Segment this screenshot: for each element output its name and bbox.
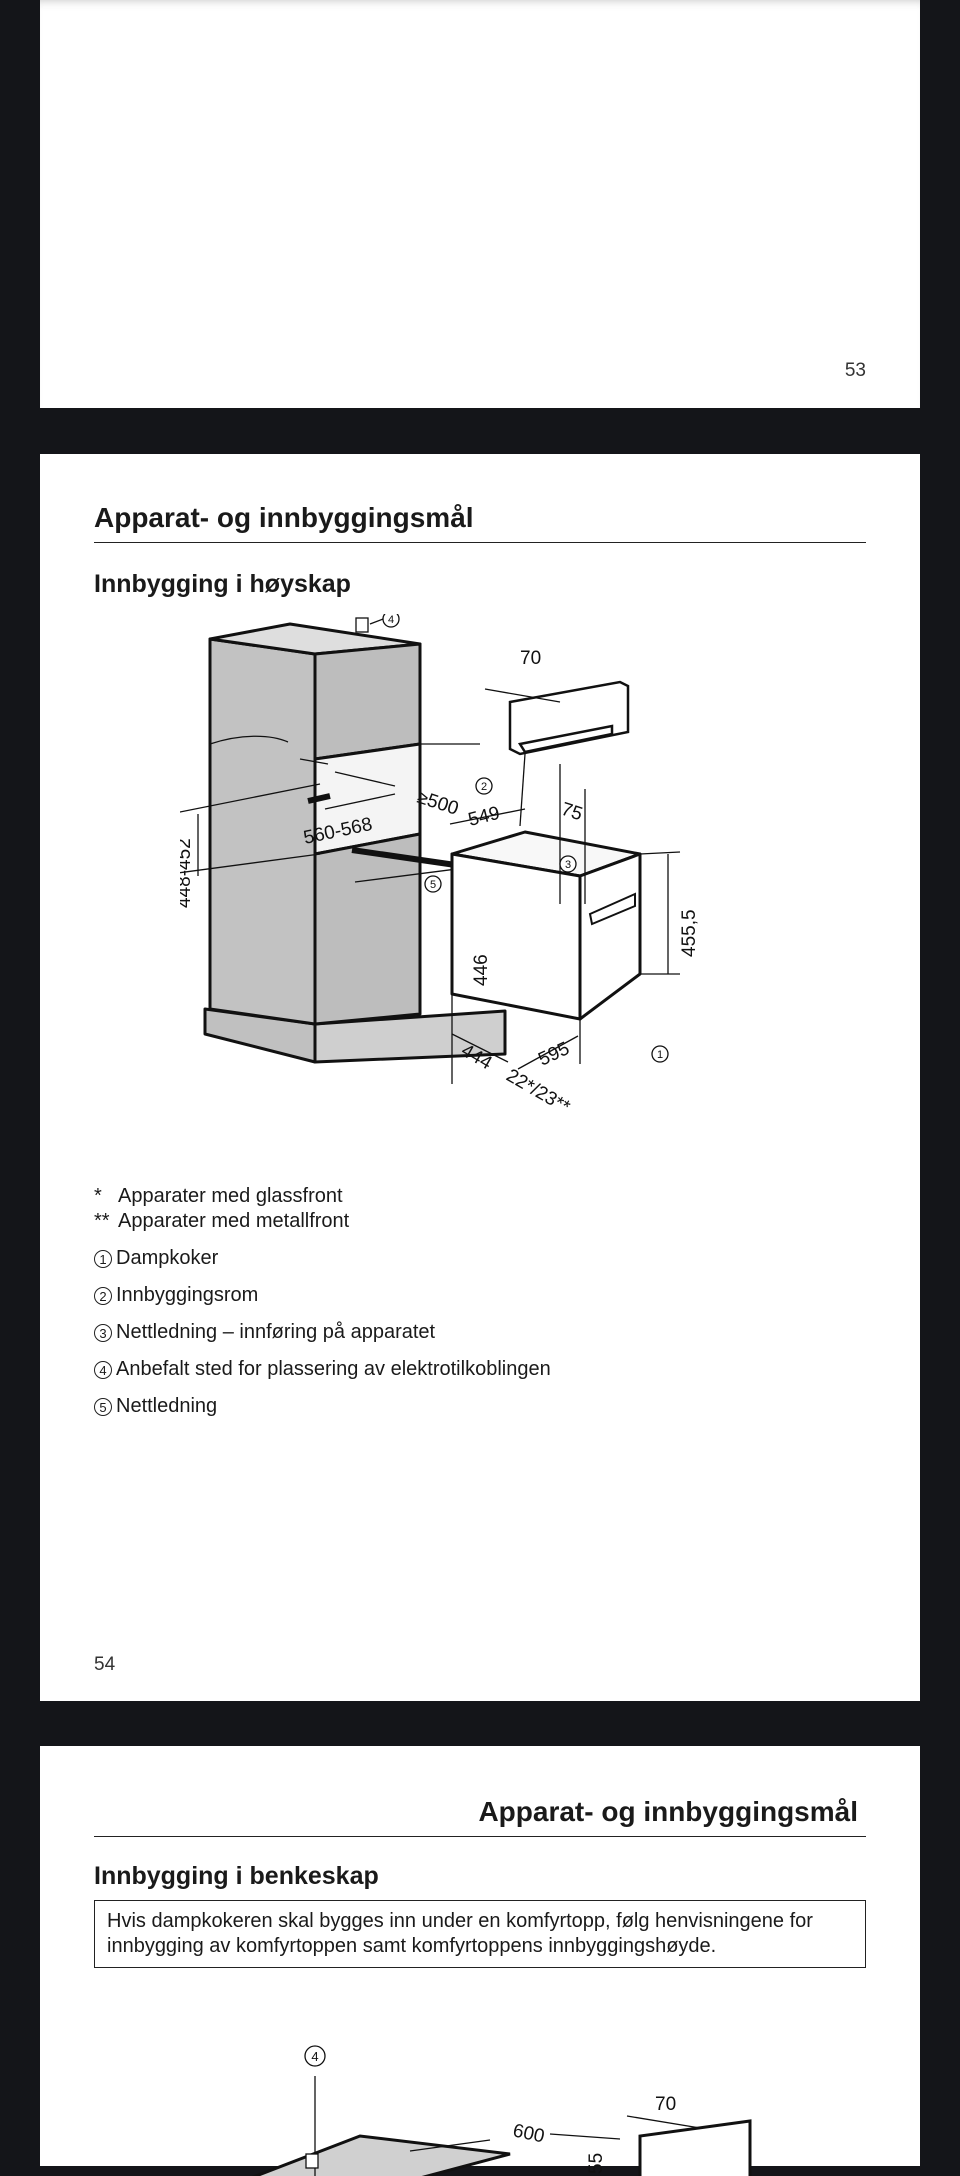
callout-5: 5 [430,879,436,891]
callout-1: 1 [657,1049,663,1061]
legend-item: 3 Nettledning – innføring på apparatet [94,1320,551,1345]
footnote-text: Apparater med metallfront [118,1210,350,1232]
bench-top [251,2134,511,2176]
legend-item: 5 Nettledning [94,1394,551,1419]
cabinet-side-panel [208,637,317,1026]
section-title: Apparat- og innbyggingsmål [94,1796,866,1837]
callout-4: 4 [388,614,394,626]
legend-text: Innbyggingsrom [116,1284,259,1306]
legend-text: Anbefalt sted for plassering av elektrot… [116,1358,551,1380]
footnote: ** Apparater med metallfront [94,1209,551,1234]
callout-2-circle [475,777,493,795]
legend-item: 2 Innbyggingsrom [94,1283,551,1308]
cabinet-lower-door [313,832,422,1026]
legend-number: 5 [94,1397,112,1416]
oven-handle [588,892,636,926]
sub-title: Innbygging i benkeskap [94,1862,379,1890]
callout-5-circle [424,875,442,893]
tall-cabinet-installation-diagram: 4 2 1 3 5 70 ≥500 549 75 560-568 448-452… [180,614,700,1118]
dim-70: 70 [655,2094,676,2115]
document-page-54: Apparat- og innbyggingsmål Innbygging i … [40,454,920,1701]
document-page-53: 53 [40,0,920,408]
legend-number: 2 [94,1286,112,1305]
page-number: 53 [844,360,866,381]
legend-item: 1 Dampkoker [94,1246,551,1271]
callout-3-circle [559,855,577,873]
oven-side [450,852,582,1021]
legend-number: 1 [94,1249,112,1268]
legend-number: 4 [94,1360,112,1379]
footnote-mark: * [94,1185,102,1207]
note-box: Hvis dampkokeren skal bygges inn under e… [94,1900,866,1968]
callout-4: 4 [311,2049,318,2064]
dim-595: 595 [535,1038,573,1070]
legend-text: Dampkoker [116,1247,219,1269]
document-page-55: Apparat- og innbyggingsmål Innbygging i … [40,1746,920,2176]
footnote: * Apparater med glassfront [94,1184,551,1209]
footnote-mark: ** [94,1210,110,1232]
dim-70: 70 [520,648,541,669]
dim-446: 446 [471,954,492,986]
page-number: 54 [94,1654,116,1675]
dim-55: 55 [586,2153,607,2174]
callout-4-circle [304,2045,326,2067]
oven-front [578,852,642,1021]
dim-455-5: 455,5 [679,909,700,957]
dim-448-452: 448-452 [180,838,195,908]
dim-75: 75 [558,799,585,826]
legend-text: Nettledning [116,1395,218,1417]
callout-2: 2 [481,781,487,793]
sub-title: Innbygging i høyskap [94,570,351,598]
dim-22-23: 22*/23** [503,1065,574,1118]
legend-number: 3 [94,1323,112,1342]
dim-549: 549 [466,803,502,831]
dim-600: 600 [511,2120,546,2147]
callout-3: 3 [565,859,571,871]
legend: * Apparater med glassfront ** Apparater … [94,1184,551,1419]
base-cabinet-installation-diagram: 4 600 70 55 [251,2045,752,2176]
section-title: Apparat- og innbyggingsmål [94,502,866,543]
cabinet-upper-door [313,642,422,761]
footnote-text: Apparater med glassfront [118,1185,343,1207]
legend-text: Nettledning – innføring på apparatet [116,1321,436,1343]
legend-item: 4 Anbefalt sted for plassering av elektr… [94,1357,551,1382]
bench-front-panel-piece [638,2119,752,2176]
callout-1-circle [651,1045,669,1063]
